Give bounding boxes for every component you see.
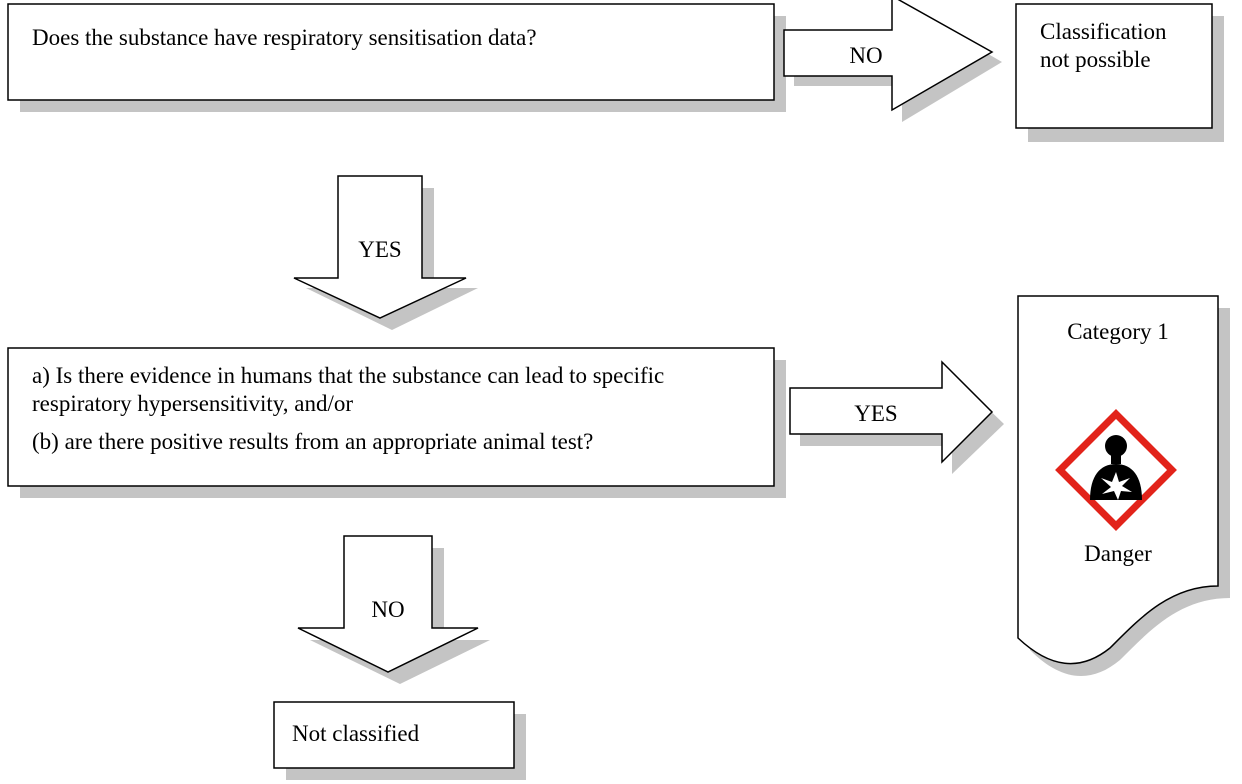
arrow-no-2-label: NO xyxy=(371,597,405,622)
arrow-no-1-label: NO xyxy=(849,43,883,68)
question-1-text: Does the substance have respiratory sens… xyxy=(32,25,537,50)
arrow-no-down xyxy=(297,535,490,684)
result-not-classified-text: Not classified xyxy=(292,721,420,746)
question-1-box xyxy=(7,3,786,112)
arrow-yes-1-label: YES xyxy=(358,237,402,262)
arrow-yes-2-label: YES xyxy=(854,401,898,426)
question-2-line-a: a) Is there evidence in humans that the … xyxy=(32,363,665,416)
result-not-possible-box xyxy=(1015,3,1224,142)
result-not-possible-text: Classification not possible xyxy=(1040,19,1167,72)
category-title: Category 1 xyxy=(1067,319,1169,344)
arrow-no-right xyxy=(783,0,1002,122)
question-2-line-b: (b) are there positive results from an a… xyxy=(32,429,594,454)
arrow-yes-right xyxy=(789,360,1004,474)
question-2-box xyxy=(7,347,786,498)
health-hazard-icon xyxy=(1055,409,1177,531)
signal-word: Danger xyxy=(1084,541,1152,566)
arrow-yes-down xyxy=(293,175,478,330)
result-not-classified-box xyxy=(273,701,526,780)
